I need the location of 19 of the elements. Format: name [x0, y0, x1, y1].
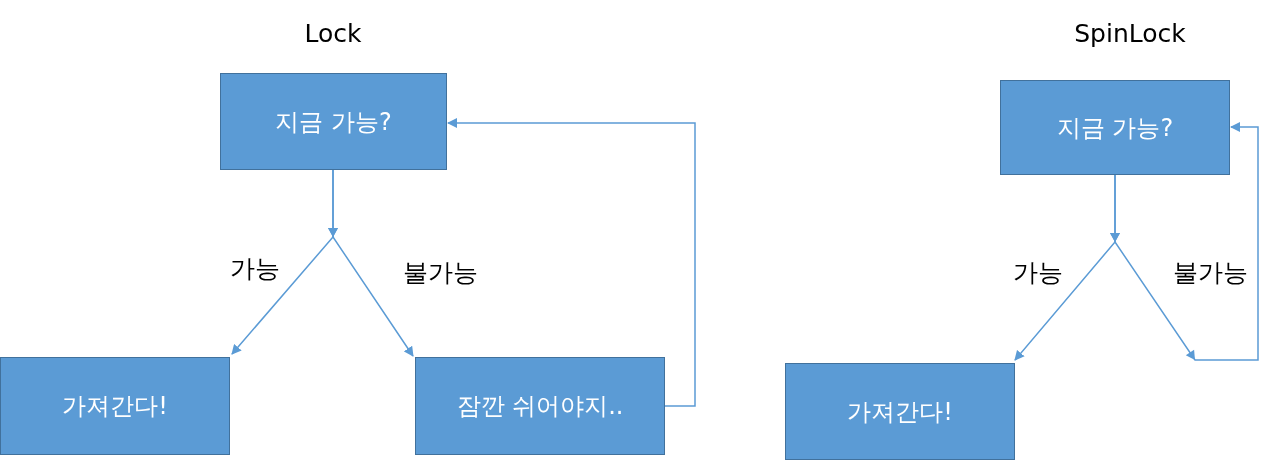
- edge-label: 불가능: [1172, 256, 1248, 289]
- process-box: [0, 357, 230, 455]
- box-text: 가져간다!: [847, 396, 953, 428]
- process-box: [1000, 80, 1230, 175]
- arrow: [447, 118, 696, 407]
- box-text: 지금 가능?: [275, 106, 392, 138]
- section-title: SpinLock: [1074, 18, 1186, 48]
- arrow: [1114, 122, 1259, 361]
- arrow: [332, 169, 414, 357]
- process-box: [415, 357, 665, 455]
- box-text: 지금 가능?: [1056, 112, 1174, 144]
- edge-label: 가능: [1013, 256, 1063, 289]
- box-text: 잠깐 쉬어야지..: [456, 391, 624, 422]
- process-box: [220, 73, 447, 170]
- box-text: 가져간다!: [62, 391, 168, 422]
- process-box: [785, 363, 1015, 460]
- section-title: Lock: [304, 18, 362, 48]
- edge-label: 불가능: [402, 256, 478, 289]
- edge-label: 가능: [230, 252, 280, 285]
